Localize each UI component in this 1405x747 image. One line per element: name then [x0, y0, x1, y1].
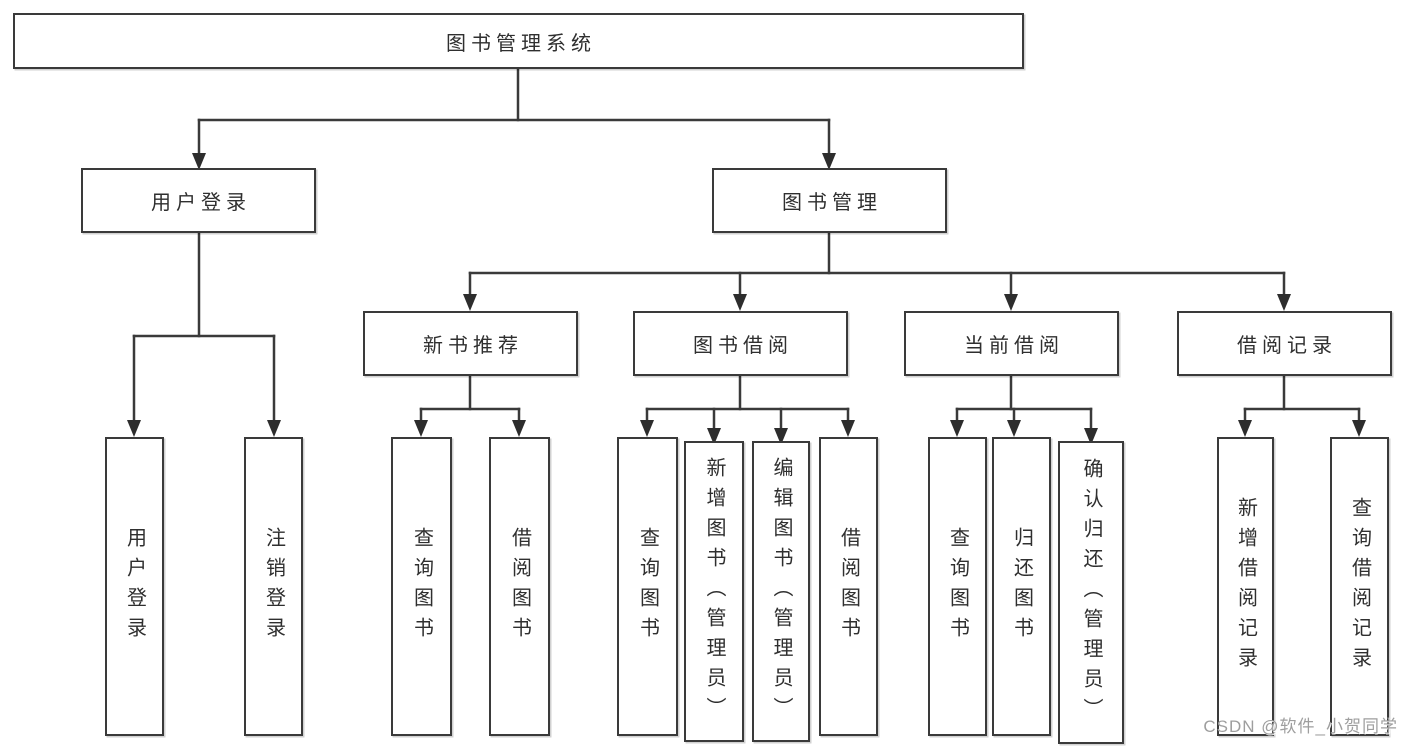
node-new-book-recommend-label: 新书推荐: [423, 335, 523, 357]
leaf-borrow-books-2-label: 借阅图书: [837, 526, 860, 647]
node-current-borrowing-label: 当前借阅: [964, 335, 1064, 357]
leaf-add-borrow-record: 新增借阅记录: [1217, 437, 1274, 736]
leaf-return-book: 归还图书: [992, 437, 1051, 736]
leaf-borrow-books-2: 借阅图书: [819, 437, 878, 736]
node-book-borrowing-label: 图书借阅: [693, 335, 793, 357]
leaf-add-book-admin: 新增图书（管理员）: [684, 441, 744, 742]
leaf-query-books-1-label: 查询图书: [410, 526, 433, 647]
leaf-confirm-return-admin-label: 确认归还（管理员）: [1080, 457, 1102, 728]
leaf-query-books-3-label: 查询图书: [946, 526, 969, 647]
node-root: 图书管理系统: [13, 13, 1024, 69]
leaf-borrow-books-1-label: 借阅图书: [508, 526, 531, 647]
leaf-return-book-label: 归还图书: [1010, 526, 1033, 647]
leaf-query-books-1: 查询图书: [391, 437, 452, 736]
leaf-borrow-books-1: 借阅图书: [489, 437, 550, 736]
leaf-query-books-3: 查询图书: [928, 437, 987, 736]
node-borrowing-records-label: 借阅记录: [1237, 335, 1337, 357]
leaf-user-login-label: 用户登录: [123, 526, 146, 647]
node-book-borrowing: 图书借阅: [633, 311, 848, 376]
node-user-login-label: 用户登录: [151, 192, 251, 214]
node-borrowing-records: 借阅记录: [1177, 311, 1392, 376]
node-new-book-recommend: 新书推荐: [363, 311, 578, 376]
leaf-add-borrow-record-label: 新增借阅记录: [1234, 496, 1257, 677]
node-book-management: 图书管理: [712, 168, 947, 233]
node-user-login: 用户登录: [81, 168, 316, 233]
leaf-query-books-2: 查询图书: [617, 437, 678, 736]
leaf-edit-book-admin-label: 编辑图书（管理员）: [770, 456, 792, 727]
leaf-query-books-2-label: 查询图书: [636, 526, 659, 647]
leaf-edit-book-admin: 编辑图书（管理员）: [752, 441, 810, 742]
leaf-query-borrow-record-label: 查询借阅记录: [1348, 496, 1371, 677]
leaf-query-borrow-record: 查询借阅记录: [1330, 437, 1389, 736]
node-current-borrowing: 当前借阅: [904, 311, 1119, 376]
node-book-management-label: 图书管理: [782, 192, 882, 214]
arrowheads: [127, 153, 1366, 445]
leaf-logout-label: 注销登录: [262, 526, 285, 647]
node-root-label: 图书管理系统: [446, 32, 596, 55]
leaf-user-login: 用户登录: [105, 437, 164, 736]
leaf-logout: 注销登录: [244, 437, 303, 736]
leaf-add-book-admin-label: 新增图书（管理员）: [703, 456, 725, 727]
watermark: CSDN @软件_小贺同学: [1203, 717, 1398, 736]
leaf-confirm-return-admin: 确认归还（管理员）: [1058, 441, 1124, 744]
